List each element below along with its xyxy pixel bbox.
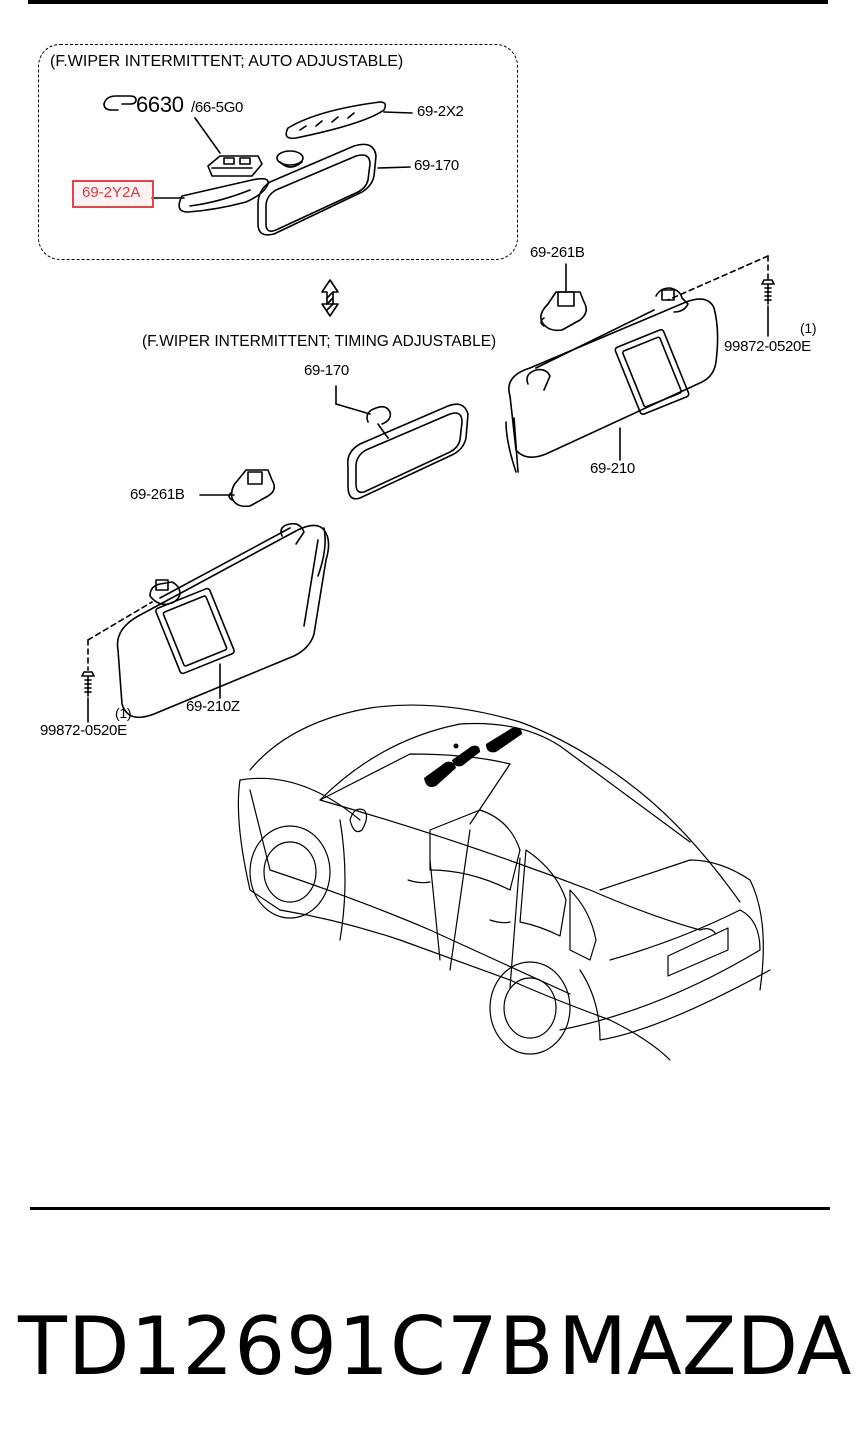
label-69-2x2[interactable]: 69-2X2 xyxy=(417,103,464,120)
leader-69-2x2 xyxy=(383,111,413,114)
vehicle-visor-highlight xyxy=(424,727,522,787)
double-arrow-icon xyxy=(321,279,339,317)
label-69-261b-right[interactable]: 69-261B xyxy=(530,244,585,261)
holder-69-261b-left xyxy=(228,469,276,508)
holder-69-261b-right xyxy=(540,291,588,332)
part-number: TD12691C7B xyxy=(18,1300,555,1393)
sun-visor-left xyxy=(116,522,330,719)
auto-adjustable-group xyxy=(38,44,518,260)
label-69-170-mid[interactable]: 69-170 xyxy=(304,362,349,379)
dashed-guide-right xyxy=(667,255,769,301)
leader-69-170-top xyxy=(377,166,411,169)
dashed-guide-left xyxy=(87,601,153,641)
label-69-170-top[interactable]: 69-170 xyxy=(414,157,459,174)
top-border xyxy=(28,0,828,4)
label-69-210[interactable]: 69-210 xyxy=(590,460,635,477)
label-69-210z[interactable]: 69-210Z xyxy=(186,698,240,715)
rain-sensor-module xyxy=(207,155,263,177)
caption-auto-adjustable: (F.WIPER INTERMITTENT; AUTO ADJUSTABLE) xyxy=(50,53,404,70)
screw-left xyxy=(81,671,95,697)
vehicle-outline xyxy=(237,704,771,1061)
timing-mirror-69-170 xyxy=(346,403,469,500)
parts-diagram xyxy=(81,95,775,1061)
sun-visor-right xyxy=(505,287,719,473)
label-66-5g0[interactable]: /66-5G0 xyxy=(191,99,244,116)
label-6630[interactable]: 6630 xyxy=(136,92,184,117)
cover-69-2y2a xyxy=(178,177,269,213)
highlight-69-2y2a[interactable]: 69-2Y2A xyxy=(72,180,154,208)
label-99872-right[interactable]: 99872-0520E xyxy=(724,338,811,355)
mirror-mount-top xyxy=(276,150,304,168)
label-qty-right: (1) xyxy=(800,320,817,336)
label-69-2y2a: 69-2Y2A xyxy=(82,184,141,201)
leader-69-170-mid xyxy=(335,403,371,415)
footer-divider xyxy=(30,1207,830,1210)
auto-mirror-69-170 xyxy=(257,143,377,236)
label-qty-left: (1) xyxy=(115,705,132,721)
label-99872-left[interactable]: 99872-0520E xyxy=(40,722,127,739)
label-69-261b-left[interactable]: 69-261B xyxy=(130,486,185,503)
caption-timing-adjustable: (F.WIPER INTERMITTENT; TIMING ADJUSTABLE… xyxy=(142,333,497,350)
reference-hand-icon xyxy=(103,95,137,111)
cover-69-2x2 xyxy=(285,101,387,140)
screw-right xyxy=(761,279,775,305)
leader-6630 xyxy=(194,117,221,154)
brand-name: MAZDA xyxy=(558,1300,852,1393)
